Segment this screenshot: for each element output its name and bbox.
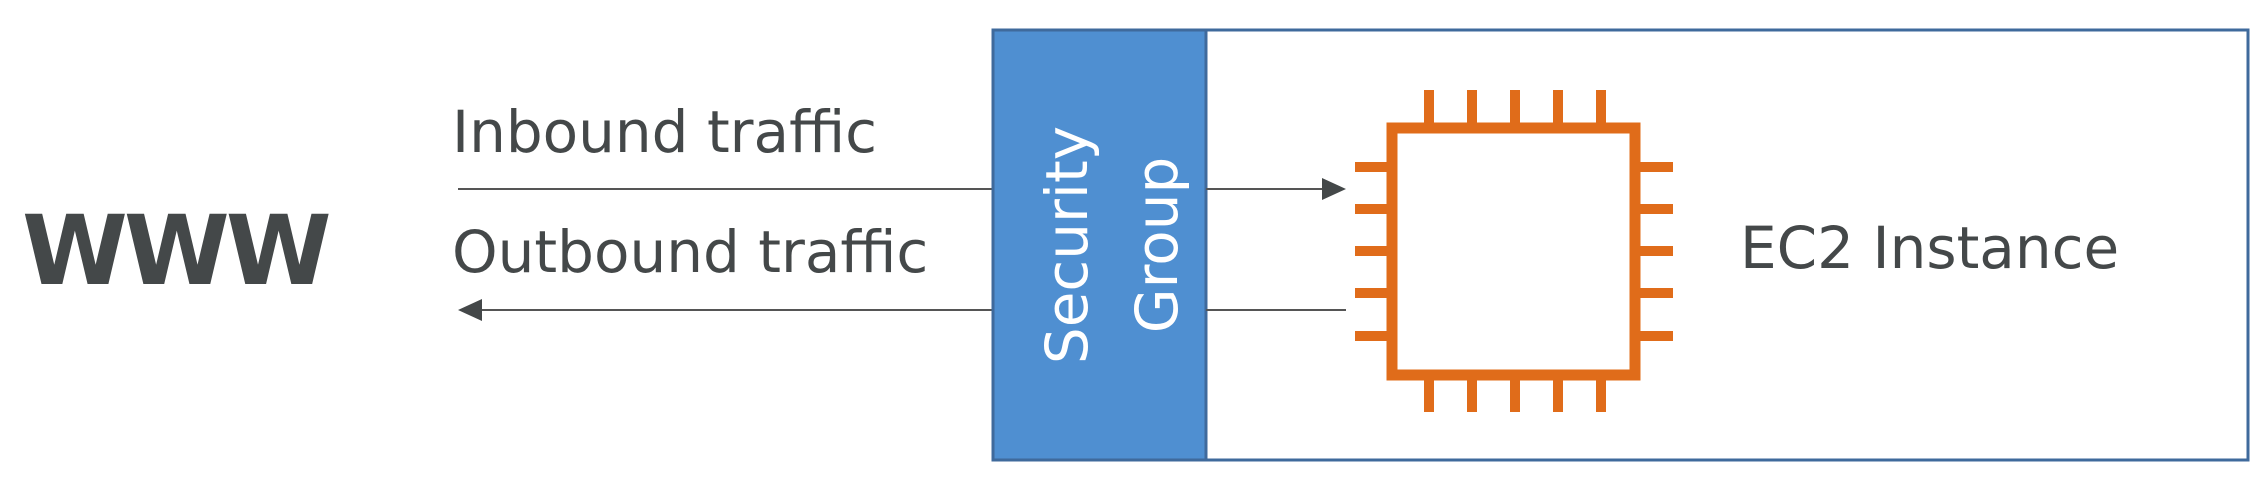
www-label: WWW — [22, 195, 329, 307]
outbound-arrowhead — [458, 299, 482, 321]
security-group-line1: Security — [1033, 126, 1101, 364]
security-group-label: Security Group — [1033, 126, 1191, 364]
inbound-arrowhead — [1322, 178, 1346, 200]
inbound-traffic-label: Inbound traffic — [452, 98, 877, 166]
outbound-traffic-label: Outbound traffic — [452, 218, 928, 286]
security-group-line2: Group — [1123, 157, 1191, 334]
ec2-instance-label: EC2 Instance — [1740, 214, 2119, 282]
security-group-band — [991, 28, 1208, 462]
ec2-chip-icon — [1355, 90, 1673, 412]
